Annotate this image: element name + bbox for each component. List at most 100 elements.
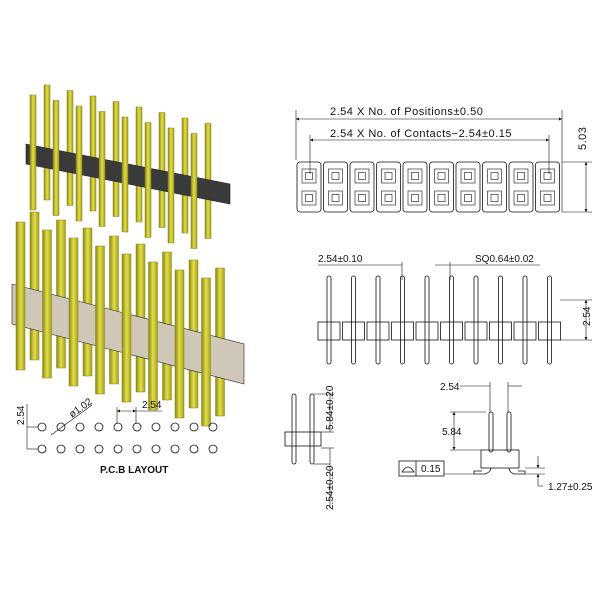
pin-square xyxy=(407,190,423,206)
coplanarity-value: 0.15 xyxy=(421,464,441,475)
pin-3d xyxy=(52,100,60,216)
pcb-hole xyxy=(37,444,47,454)
housing-cell xyxy=(455,161,481,213)
pcb-hole xyxy=(56,444,66,454)
pin-square xyxy=(434,190,449,206)
pin-3d xyxy=(29,211,40,361)
height-dim-503: 5.03 xyxy=(577,127,589,150)
pin xyxy=(375,275,381,365)
housing-segment xyxy=(391,321,414,341)
front-pin-dim: SQ0.64±0.02 xyxy=(475,254,534,265)
pin xyxy=(424,275,430,365)
housing-cell xyxy=(482,161,507,213)
pin xyxy=(400,275,405,365)
housing-segment xyxy=(342,321,365,341)
pin-square xyxy=(513,190,529,206)
housing-cell xyxy=(323,161,348,213)
pin-square xyxy=(434,168,449,184)
pcb-layout-title: P.C.B LAYOUT xyxy=(100,465,168,476)
pin-tip xyxy=(305,172,313,180)
pin-3d xyxy=(190,133,198,249)
housing-segment xyxy=(464,321,488,341)
pin-3d xyxy=(121,116,129,233)
housing-cell xyxy=(349,161,375,213)
smt-height-dim: 5.84 xyxy=(442,427,462,438)
side-view: 5.84±0.20 2.54±0.20 xyxy=(284,385,336,510)
side-lower-dim: 2.54±0.20 xyxy=(325,465,336,510)
pin xyxy=(522,275,528,365)
pin-3d xyxy=(29,94,37,211)
pin-square xyxy=(513,168,529,184)
front-view: 2.54±0.10 SQ0.64±0.02 2.54 xyxy=(317,254,593,365)
pcb-layout: 2.54 ø1.02 2.54 P.C.B LAYOUT xyxy=(16,396,218,476)
pin-3d xyxy=(43,84,51,201)
pin-tip xyxy=(517,194,525,202)
pin-square xyxy=(460,168,476,184)
housing-segment xyxy=(366,321,390,341)
pcb-hole xyxy=(151,422,161,432)
pin-tip xyxy=(331,194,340,202)
side-upper-dim: 5.84±0.20 xyxy=(325,385,336,430)
pcb-hole xyxy=(170,444,180,454)
pcb-hole xyxy=(113,444,123,454)
pin-square xyxy=(487,168,502,184)
3d-render-black-header xyxy=(25,84,231,249)
pcb-hole xyxy=(56,422,66,432)
pin-3d xyxy=(75,105,83,222)
pin-3d xyxy=(167,127,175,244)
pin-3d xyxy=(148,261,158,411)
pin-square xyxy=(487,190,502,206)
housing-cell xyxy=(402,161,428,213)
pcb-hole xyxy=(132,422,142,432)
coplanarity-box: 0.15 xyxy=(398,460,445,477)
pin-square xyxy=(381,190,396,206)
pin-3d xyxy=(174,269,185,419)
smt-view: 2.54 5.84 0.15 1.27±0.25 xyxy=(398,382,593,493)
pin-square xyxy=(301,168,317,184)
pin-3d xyxy=(144,122,152,238)
pin-square xyxy=(328,190,343,206)
pin-square xyxy=(328,168,343,184)
pcb-hole xyxy=(170,422,180,432)
front-pitch-dim: 2.54±0.10 xyxy=(318,254,363,265)
pin-tip xyxy=(331,172,340,180)
pin xyxy=(326,275,332,365)
positions-dim: 2.54 X No. of Positions±0.50 xyxy=(330,106,483,118)
pcb-hole xyxy=(75,444,85,454)
pin-tip xyxy=(437,194,446,202)
pin-square xyxy=(540,190,555,206)
pin-tip xyxy=(411,172,419,180)
3d-render-right-angle-header xyxy=(11,211,245,427)
pin-square xyxy=(354,168,370,184)
pin-tip xyxy=(543,172,552,180)
front-height-dim: 2.54 xyxy=(582,306,593,326)
pcb-hole xyxy=(94,422,104,432)
housing-cell xyxy=(508,161,534,213)
pin-3d xyxy=(15,221,26,371)
pcb-holes xyxy=(37,422,218,454)
housing-cell xyxy=(429,161,454,213)
housing-segment xyxy=(513,321,537,341)
housing-cell xyxy=(376,161,401,213)
pcb-row-dim: 2.54 xyxy=(16,405,27,425)
pin-tip xyxy=(464,172,472,180)
pin-3d xyxy=(95,245,105,395)
pin-3d xyxy=(201,277,211,427)
pin xyxy=(449,275,454,365)
housing-cell xyxy=(535,161,560,213)
top-view-cells xyxy=(296,161,560,213)
pin-3d xyxy=(135,106,143,223)
pin-3d xyxy=(66,90,74,206)
pin-3d xyxy=(89,95,97,212)
pin-tip xyxy=(358,194,366,202)
pcb-hole xyxy=(208,444,218,454)
pcb-hole xyxy=(189,422,199,432)
pin-tip xyxy=(437,172,446,180)
pin xyxy=(473,275,479,365)
pin-tip xyxy=(358,172,366,180)
housing-segment xyxy=(489,321,512,341)
contacts-dim: 2.54 X No. of Contacts−2.54±0.15 xyxy=(330,128,512,140)
pin xyxy=(351,275,356,365)
